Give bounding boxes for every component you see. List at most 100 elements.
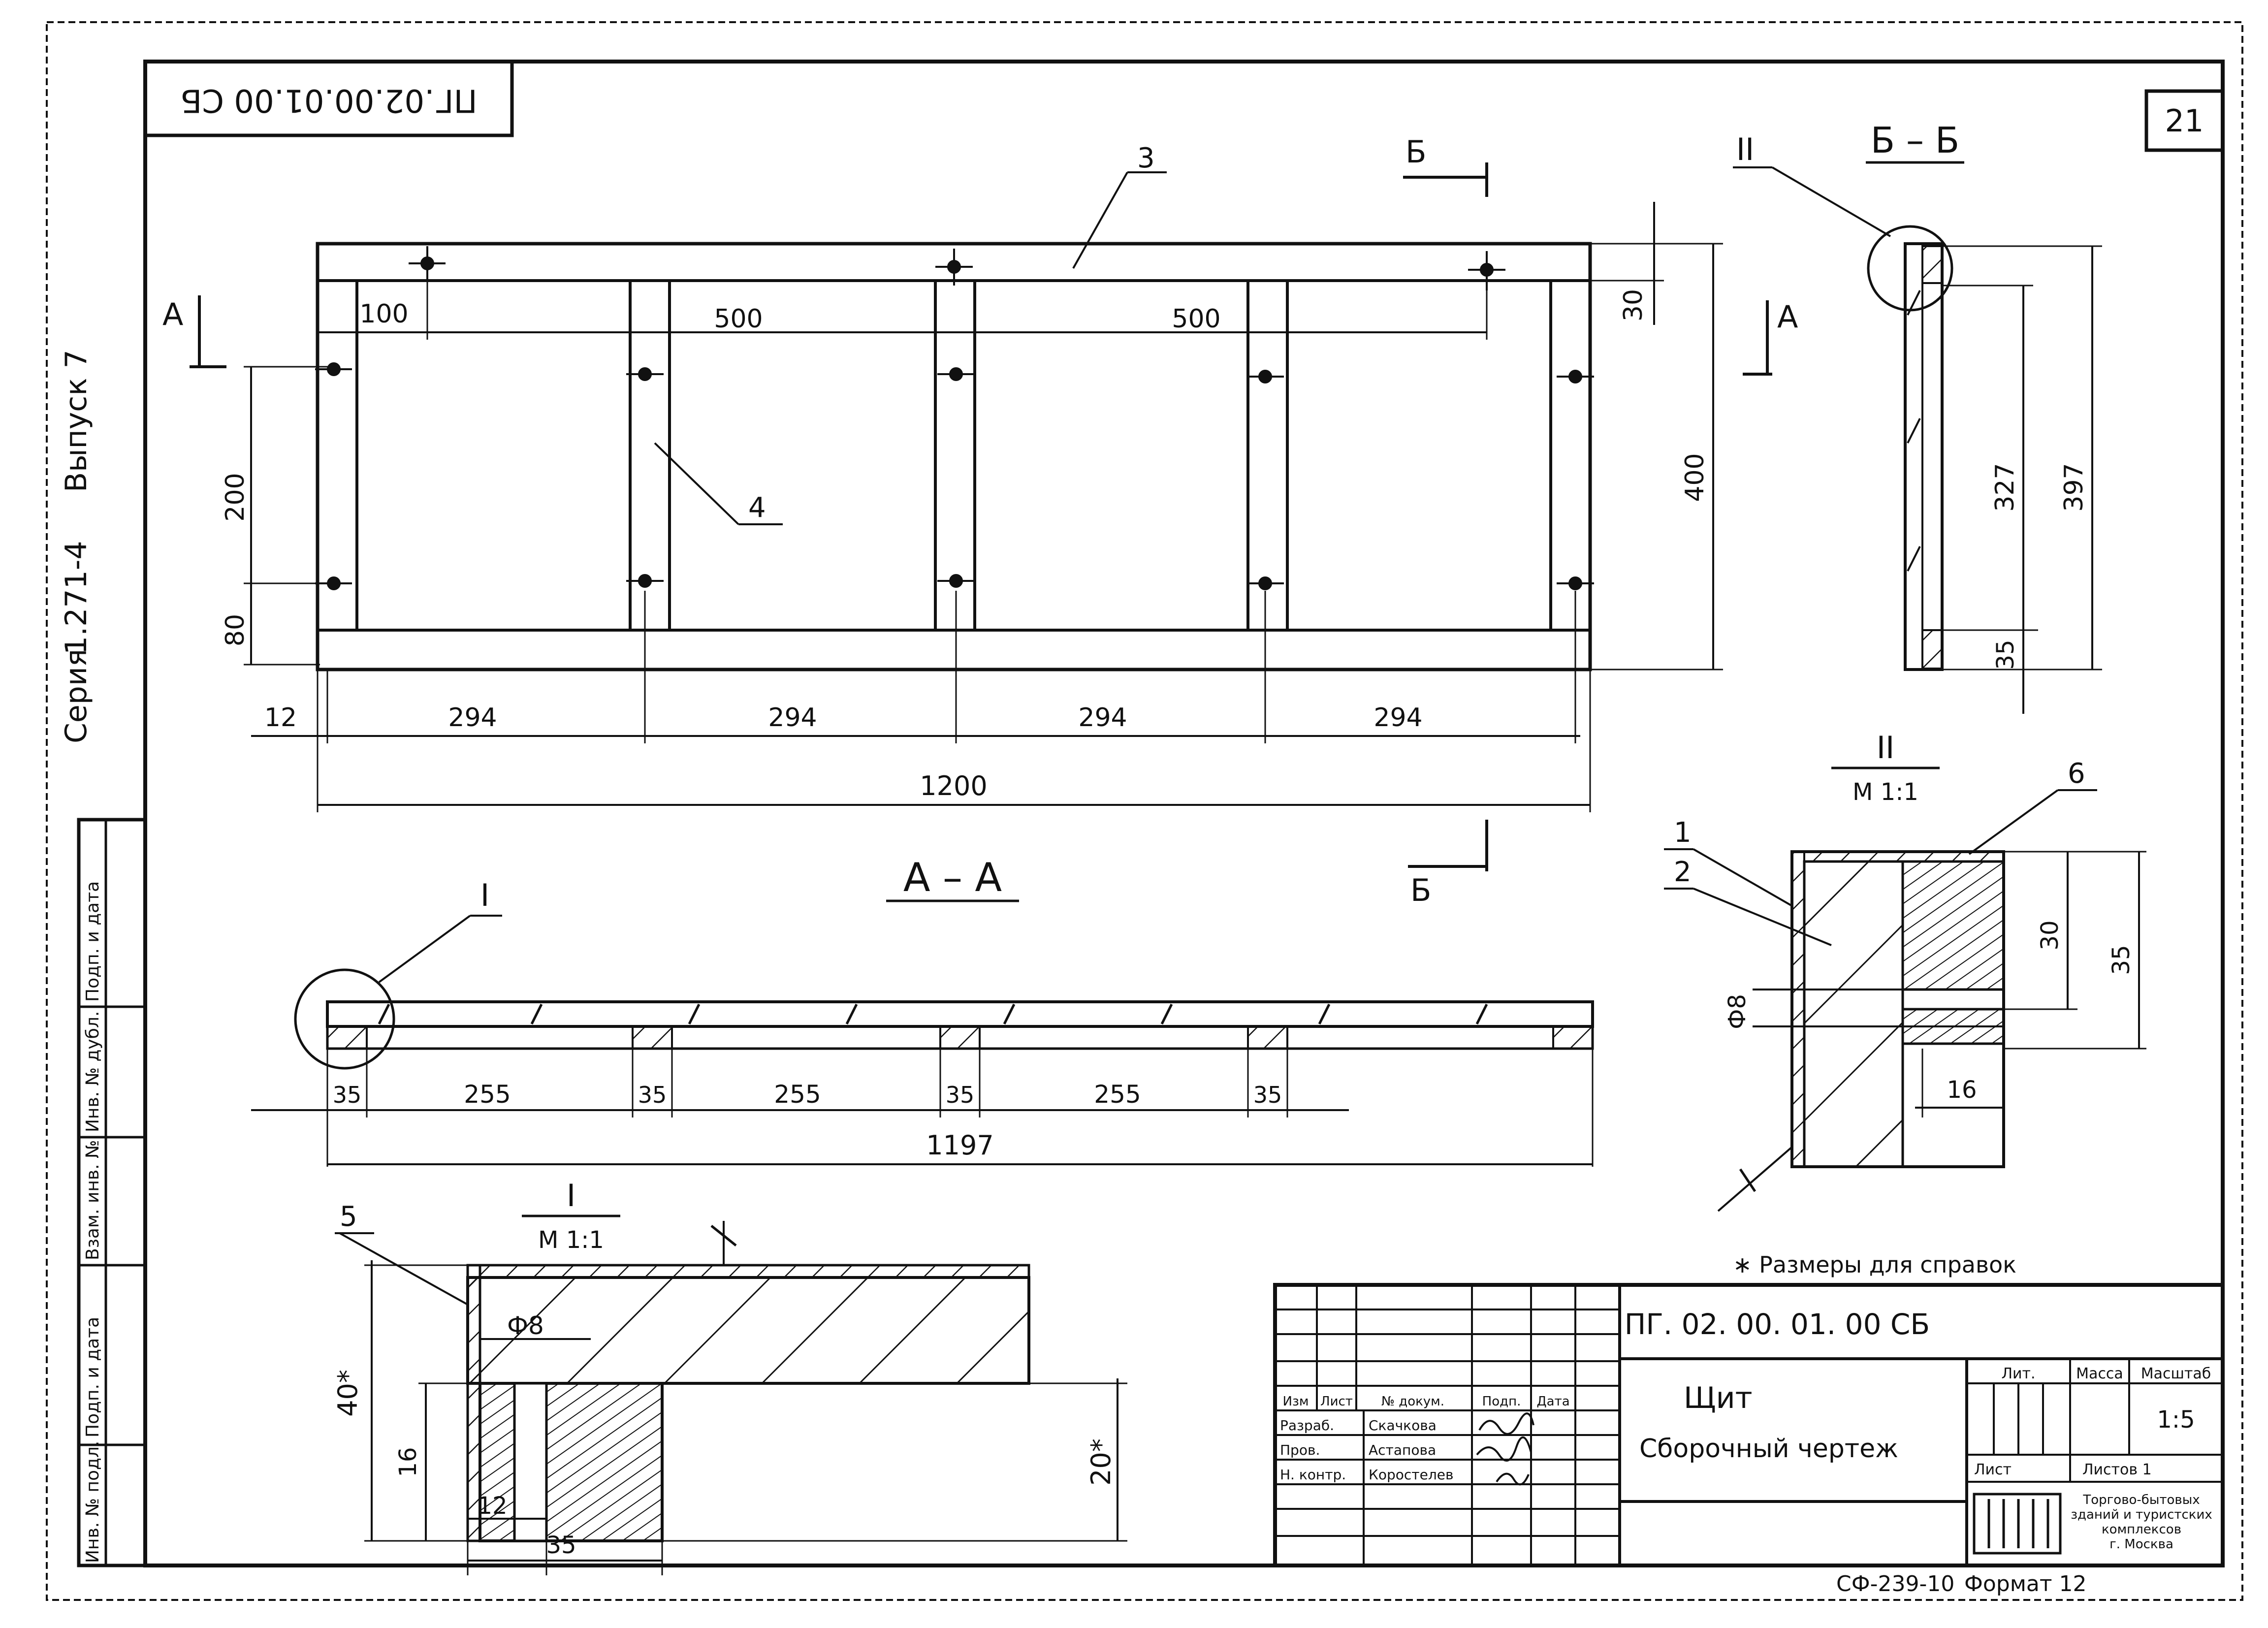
sheet-frame (46, 21, 2243, 1601)
tb-org-2: зданий и туристских (2071, 1507, 2212, 1522)
dim-397: 397 (2059, 463, 2089, 511)
section-mark-b-top: Б (1406, 134, 1427, 170)
tb-col-scale: Масштаб (2141, 1365, 2211, 1382)
detail-1-dim-12: 12 (477, 1492, 507, 1520)
tb-hdr-podp: Подп. (1482, 1394, 1521, 1409)
dim-aa-35-d: 35 (1253, 1082, 1282, 1108)
rotated-code-box: ПГ.02.00.01.00 СБ (143, 60, 514, 137)
title-block: Изм Лист № докум. Подп. Дата Разраб. Про… (1273, 1283, 2225, 1567)
dim-294-c: 294 (1078, 703, 1127, 733)
tb-hdr-doc: № докум. (1381, 1394, 1444, 1409)
dim-30: 30 (1619, 289, 1648, 321)
dim-aa-255-c: 255 (1094, 1080, 1141, 1109)
rotated-code-text: ПГ.02.00.01.00 СБ (180, 82, 477, 118)
dim-400: 400 (1680, 453, 1710, 502)
detail-1-phi8: Ф8 (507, 1311, 544, 1340)
detail-2-part-2: 2 (1674, 856, 1692, 888)
dim-aa-35-c: 35 (946, 1082, 975, 1108)
tb-sheets-label: Листов 1 (2082, 1461, 2152, 1478)
detail-1-dim-35: 35 (546, 1532, 576, 1559)
dim-200: 200 (221, 473, 250, 521)
left-stamp: Инв. № подл. Подп. и дата Взам. инв. № И… (77, 818, 147, 1567)
detail-1-title: I (567, 1178, 575, 1213)
plan-battens (316, 279, 1592, 632)
tb-col-lit: Лит. (2001, 1365, 2035, 1382)
sheet-number-box: 21 (2144, 89, 2225, 152)
dim-1200: 1200 (920, 770, 987, 801)
dim-100: 100 (359, 299, 408, 329)
section-bb: Б – Б II 327 397 35 (1733, 120, 2102, 714)
footer-code: СФ-239-10 (1836, 1571, 1954, 1596)
section-aa: А – А I 35 255 35 255 35 (251, 855, 1594, 1167)
footer-format: Формат 12 (1964, 1571, 2087, 1596)
dim-aa-35-a: 35 (333, 1082, 362, 1108)
tb-person-1: Скачкова (1369, 1417, 1437, 1434)
detail-2-part-6: 6 (2068, 758, 2085, 790)
tb-org-1: Торгово-бытовых (2082, 1493, 2200, 1507)
tb-hdr-izm: Изм (1283, 1394, 1309, 1409)
stamp-podp-data-2: Подп. и дата (83, 881, 103, 1002)
dim-294-d: 294 (1374, 703, 1422, 733)
org-logo (1973, 1493, 2062, 1555)
tb-col-mass: Масса (2076, 1365, 2123, 1382)
section-bb-callout: II (1736, 131, 1755, 167)
dim-80: 80 (221, 614, 250, 646)
series-word: Серия (59, 649, 94, 743)
dim-35-bb: 35 (1992, 639, 2019, 670)
plan-view: 100 500 500 200 80 30 400 1 2 294 294 294… (162, 134, 1798, 908)
dim-aa-255-b: 255 (774, 1080, 821, 1109)
part-label-4: 4 (748, 492, 766, 524)
detail-1: I М 1:1 Ф8 5 40* 16 12 35 20* (332, 1178, 1127, 1575)
dim-294-a: 294 (448, 703, 497, 733)
detail-2-part-1: 1 (1674, 817, 1692, 849)
tb-person-2: Астапова (1369, 1442, 1436, 1458)
tb-role-razrab: Разраб. (1280, 1417, 1334, 1434)
tb-scale-value: 1:5 (2157, 1406, 2195, 1434)
tb-designation: ПГ. 02. 00. 01. 00 СБ (1625, 1308, 1930, 1341)
detail-1-scale: М 1:1 (538, 1226, 604, 1254)
tb-hdr-data: Дата (1536, 1394, 1569, 1409)
dim-294-b: 294 (768, 703, 817, 733)
section-aa-title: А – А (903, 855, 1002, 900)
tb-role-prov: Пров. (1280, 1442, 1320, 1458)
detail-2-phi8: Ф8 (1724, 994, 1751, 1029)
tb-hdr-list: Лист (1320, 1394, 1353, 1409)
section-bb-title: Б – Б (1871, 120, 1960, 161)
tb-org-3: комплексов (2102, 1522, 2181, 1537)
section-mark-a-right: А (1777, 299, 1798, 335)
tb-person-3: Коростелев (1369, 1467, 1453, 1483)
tb-name-line2: Сборочный чертеж (1639, 1434, 1898, 1464)
tb-name-line1: Щит (1684, 1381, 1753, 1415)
dim-aa-35-b: 35 (638, 1082, 667, 1108)
section-mark-a-left: А (162, 296, 183, 332)
signatures (1476, 1412, 1534, 1486)
dim-aa-255-a: 255 (464, 1080, 511, 1109)
series-label: Серия 1.271-4 Выпуск 7 (59, 350, 94, 743)
detail-1-dim-40: 40* (332, 1370, 363, 1417)
dim-500-a: 500 (714, 304, 763, 334)
dim-1197: 1197 (926, 1130, 993, 1161)
detail-1-part-5: 5 (340, 1201, 357, 1233)
detail-2-scale: М 1:1 (1853, 778, 1918, 806)
section-mark-b-bottom: Б (1410, 872, 1432, 908)
detail-2-dim-35: 35 (2108, 945, 2135, 975)
series-number: 1.271-4 (59, 541, 94, 655)
reference-dims-note: ∗ Размеры для справок (1733, 1251, 2016, 1278)
stamp-vzam-inv: Взам. инв. № (83, 1140, 103, 1260)
section-aa-callout: I (480, 877, 489, 913)
issue-label: Выпуск 7 (59, 350, 94, 492)
part-label-3: 3 (1137, 142, 1155, 174)
stamp-inv-dubl: Инв. № дубл. (83, 1011, 103, 1132)
detail-1-dim-20: 20* (1086, 1438, 1117, 1486)
dim-327: 327 (1990, 463, 2020, 511)
detail-2: II М 1:1 Ф8 1 2 6 30 35 16 (1664, 730, 2146, 1212)
detail-2-title: II (1877, 730, 1895, 766)
detail-2-dim-30: 30 (2036, 920, 2064, 950)
tb-sheet-label: Лист (1974, 1461, 2012, 1478)
dim-500-b: 500 (1172, 304, 1220, 334)
stamp-podp-data-1: Подп. и дата (83, 1317, 103, 1437)
detail-2-dim-16: 16 (1947, 1076, 1977, 1104)
sheet-number: 21 (2165, 103, 2204, 139)
tb-role-nkontr: Н. контр. (1280, 1467, 1346, 1483)
